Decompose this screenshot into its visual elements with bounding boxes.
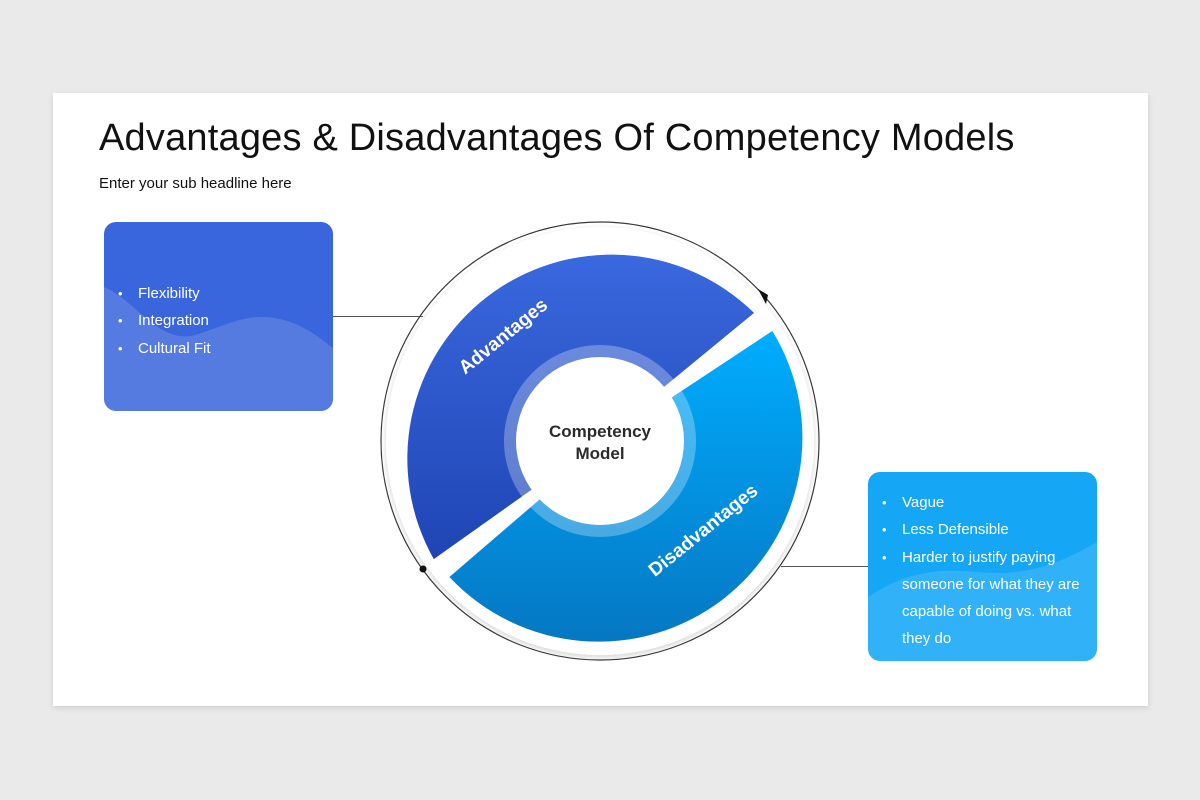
arrow-head-icon — [758, 289, 768, 304]
disadvantages-segment — [449, 331, 803, 642]
ring-dot-icon — [419, 565, 427, 573]
slide: Advantages & Disadvantages Of Competency… — [53, 93, 1148, 706]
slide-subtitle: Enter your sub headline here — [99, 175, 292, 192]
disadvantages-card: Vague Less Defensible Harder to justify … — [868, 472, 1097, 661]
advantages-item-integration: Integration — [118, 307, 328, 335]
disadvantages-item-harder-to-justify: Harder to justify paying someone for wha… — [882, 544, 1097, 653]
disadvantages-connector-line — [781, 566, 868, 567]
advantages-card: Flexibility Integration Cultural Fit — [104, 222, 333, 411]
advantages-list: Flexibility Integration Cultural Fit — [104, 280, 328, 362]
advantages-segment — [407, 254, 755, 560]
slide-title: Advantages & Disadvantages Of Competency… — [99, 117, 1015, 159]
center-label-line2: Model — [575, 444, 624, 463]
disadvantages-list: Vague Less Defensible Harder to justify … — [868, 489, 1097, 653]
advantages-item-flexibility: Flexibility — [118, 280, 328, 308]
competency-diagram: Competency Model Advantages Disadvantage… — [380, 221, 820, 661]
center-label-line1: Competency — [549, 422, 652, 441]
outer-ring — [380, 221, 820, 661]
donut — [407, 254, 803, 642]
disadvantages-item-less-defensible: Less Defensible — [882, 516, 1097, 544]
advantages-item-cultural-fit: Cultural Fit — [118, 335, 328, 363]
disadvantages-item-vague: Vague — [882, 489, 1097, 517]
center-circle — [516, 357, 684, 525]
advantages-connector-line — [333, 316, 423, 317]
